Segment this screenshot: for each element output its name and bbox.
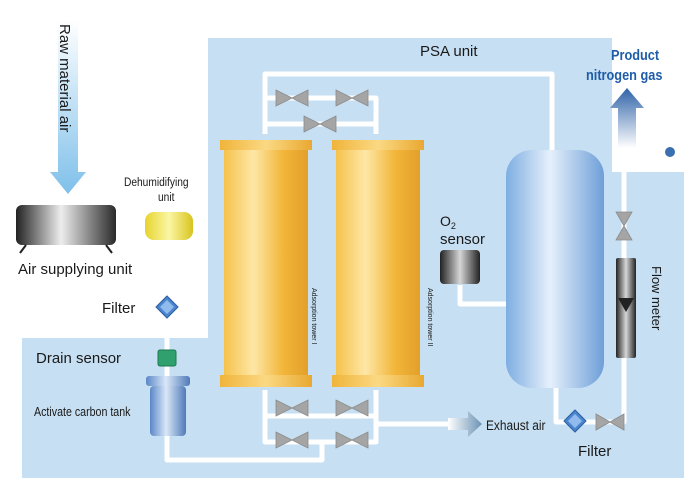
tower-1-label: Adsorption tower I <box>310 288 317 344</box>
drain-sensor-device <box>157 349 177 367</box>
flow-meter-label: Flow meter <box>649 266 664 331</box>
top-valves <box>275 89 369 133</box>
valve-top-1 <box>275 89 293 107</box>
o2-sensor-device <box>440 250 480 284</box>
raw-air-arrow <box>50 20 86 194</box>
psa-unit-label: PSA unit <box>420 43 478 60</box>
valve-top-3 <box>303 115 321 133</box>
filter-right-device <box>563 409 587 433</box>
bottom-valves <box>275 399 369 449</box>
adsorption-tower-1 <box>220 140 312 387</box>
raw-material-air-label: Raw material air <box>56 24 73 132</box>
activate-carbon-tank-label: Activate carbon tank <box>34 404 131 419</box>
o2-subscript: 2 <box>451 221 456 231</box>
valve-bottom-1 <box>275 399 293 417</box>
activate-carbon-tank-device <box>146 376 190 436</box>
valve-filter-line <box>595 413 611 431</box>
filter-left-label: Filter <box>102 300 135 317</box>
drain-sensor-label: Drain sensor <box>36 350 121 367</box>
tower-2-label: Adsorption tower II <box>426 288 433 346</box>
air-supplying-unit-label: Air supplying unit <box>18 261 133 278</box>
filter-left-device <box>155 295 179 319</box>
adsorption-tower-2 <box>332 140 424 387</box>
o2-label: O2 <box>440 213 456 231</box>
valve-bottom-3 <box>275 431 293 449</box>
right-valves <box>595 211 633 431</box>
air-compressor <box>16 205 116 254</box>
decorative-dot <box>665 147 675 157</box>
exhaust-arrow <box>448 411 482 437</box>
filter-right-label: Filter <box>578 443 611 460</box>
valve-product-line <box>615 211 633 227</box>
flow-meter-device <box>616 258 636 358</box>
dehumidifying-label: Dehumidifying <box>124 176 189 189</box>
dehumidifying-unit-label: unit <box>158 191 175 204</box>
product-tank <box>506 150 604 388</box>
product-label: Product <box>611 46 659 63</box>
dehumidifying-unit <box>145 212 193 240</box>
o2-symbol: O <box>440 213 451 229</box>
valve-bottom-2 <box>335 399 353 417</box>
valve-top-2 <box>335 89 353 107</box>
nitrogen-gas-label: nitrogen gas <box>586 66 663 83</box>
exhaust-air-label: Exhaust air <box>486 417 546 433</box>
sensor-label: sensor <box>440 231 485 248</box>
product-arrow <box>610 88 644 148</box>
valve-bottom-4 <box>335 431 353 449</box>
